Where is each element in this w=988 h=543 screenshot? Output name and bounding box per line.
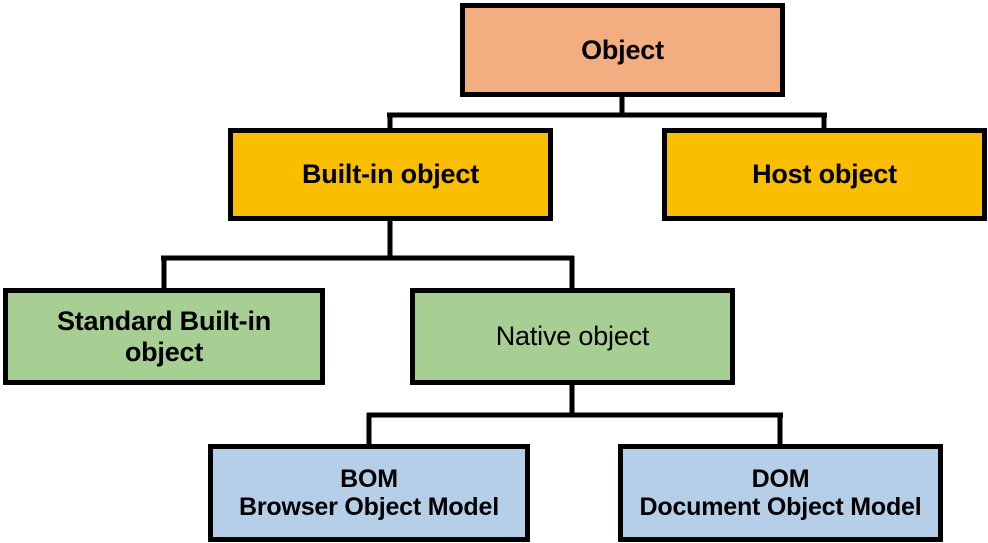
node-built-in-object-label: Built-in object (302, 159, 479, 190)
node-bom-label: BOM Browser Object Model (213, 465, 525, 522)
node-dom-expansion: Document Object Model (639, 493, 922, 521)
node-object[interactable]: Object (460, 3, 785, 97)
node-bom[interactable]: BOM Browser Object Model (208, 444, 530, 542)
node-native-object[interactable]: Native object (410, 288, 735, 385)
node-dom[interactable]: DOM Document Object Model (618, 444, 943, 542)
node-dom-acronym: DOM (751, 464, 810, 493)
node-bom-expansion: Browser Object Model (239, 493, 499, 521)
node-dom-label: DOM Document Object Model (623, 465, 938, 522)
node-host-object-label: Host object (752, 159, 897, 190)
node-standard-built-in-object-label: Standard Built-in object (56, 305, 272, 367)
node-object-label: Object (581, 34, 664, 65)
node-standard-built-in-object[interactable]: Standard Built-in object (3, 288, 325, 385)
node-native-object-label: Native object (495, 321, 650, 352)
node-host-object[interactable]: Host object (662, 128, 987, 221)
node-built-in-object[interactable]: Built-in object (228, 128, 553, 221)
node-bom-acronym: BOM (340, 464, 398, 493)
